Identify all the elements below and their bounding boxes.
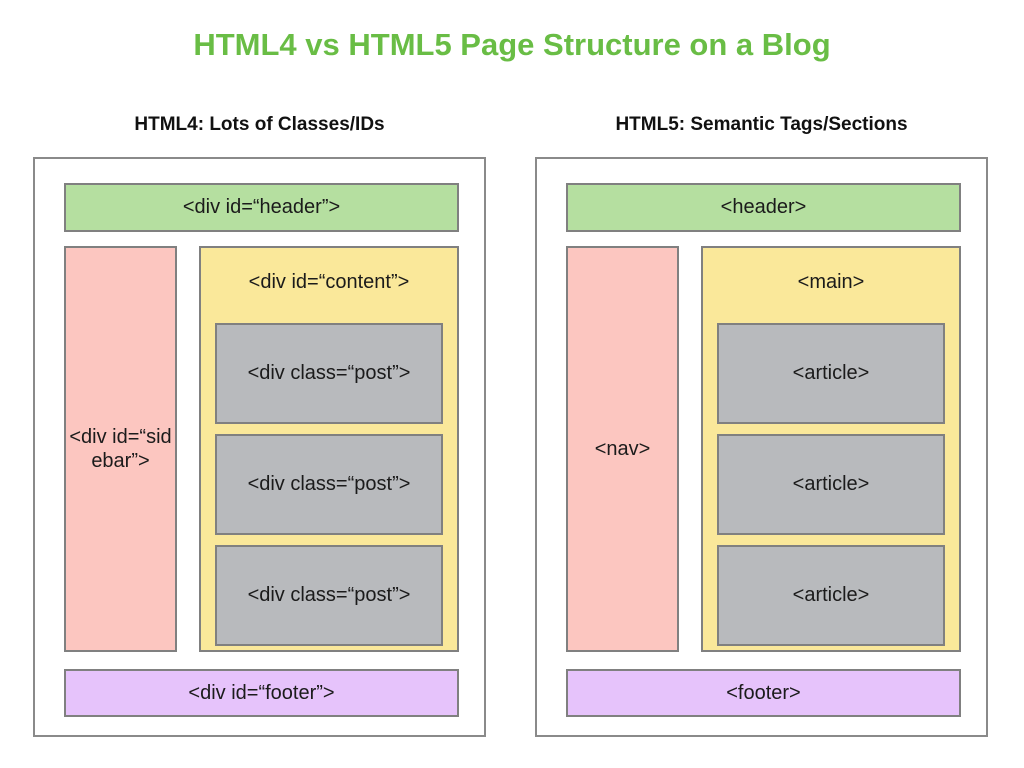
html4-post-label: <div class=“post”>: [247, 584, 411, 607]
html4-header-box: <div id=“header”>: [64, 183, 459, 232]
html4-footer-box: <div id=“footer”>: [64, 669, 459, 717]
html4-content-box: <div id=“content”> <div class=“post”> <d…: [199, 246, 459, 652]
html5-main-label: <main>: [797, 271, 865, 293]
html5-main-box: <main> <article> <article> <article>: [701, 246, 961, 652]
html5-article-box: <article>: [717, 545, 945, 646]
html4-post-box: <div class=“post”>: [215, 545, 443, 646]
html5-nav-label: <nav>: [594, 437, 651, 460]
column-heading-html4: HTML4: Lots of Classes/IDs: [134, 114, 385, 135]
panel-html4: <div id=“header”> <div id=“sidebar”> <di…: [33, 157, 486, 737]
html5-article-label: <article>: [792, 584, 870, 607]
html4-post-box: <div class=“post”>: [215, 323, 443, 424]
html4-content-label: <div id=“content”>: [248, 271, 410, 293]
html5-nav-box: <nav>: [566, 246, 679, 652]
html4-header-label: <div id=“header”>: [182, 196, 341, 219]
html4-footer-label: <div id=“footer”>: [188, 681, 335, 704]
html5-article-box: <article>: [717, 323, 945, 424]
html5-header-box: <header>: [566, 183, 961, 232]
html5-article-label: <article>: [792, 473, 870, 496]
html5-footer-box: <footer>: [566, 669, 961, 717]
html4-sidebar-box: <div id=“sidebar”>: [64, 246, 177, 652]
html4-post-label: <div class=“post”>: [247, 362, 411, 385]
page-title: HTML4 vs HTML5 Page Structure on a Blog: [193, 27, 831, 62]
panel-html5: <header> <nav> <main> <article> <article…: [535, 157, 988, 737]
html4-post-label: <div class=“post”>: [247, 473, 411, 496]
column-heading-html5: HTML5: Semantic Tags/Sections: [615, 114, 908, 135]
html5-article-box: <article>: [717, 434, 945, 535]
html4-sidebar-label: <div id=“sidebar”>: [69, 425, 172, 472]
html5-header-label: <header>: [720, 196, 807, 219]
html5-footer-label: <footer>: [726, 681, 801, 704]
html4-post-box: <div class=“post”>: [215, 434, 443, 535]
html5-article-label: <article>: [792, 362, 870, 385]
